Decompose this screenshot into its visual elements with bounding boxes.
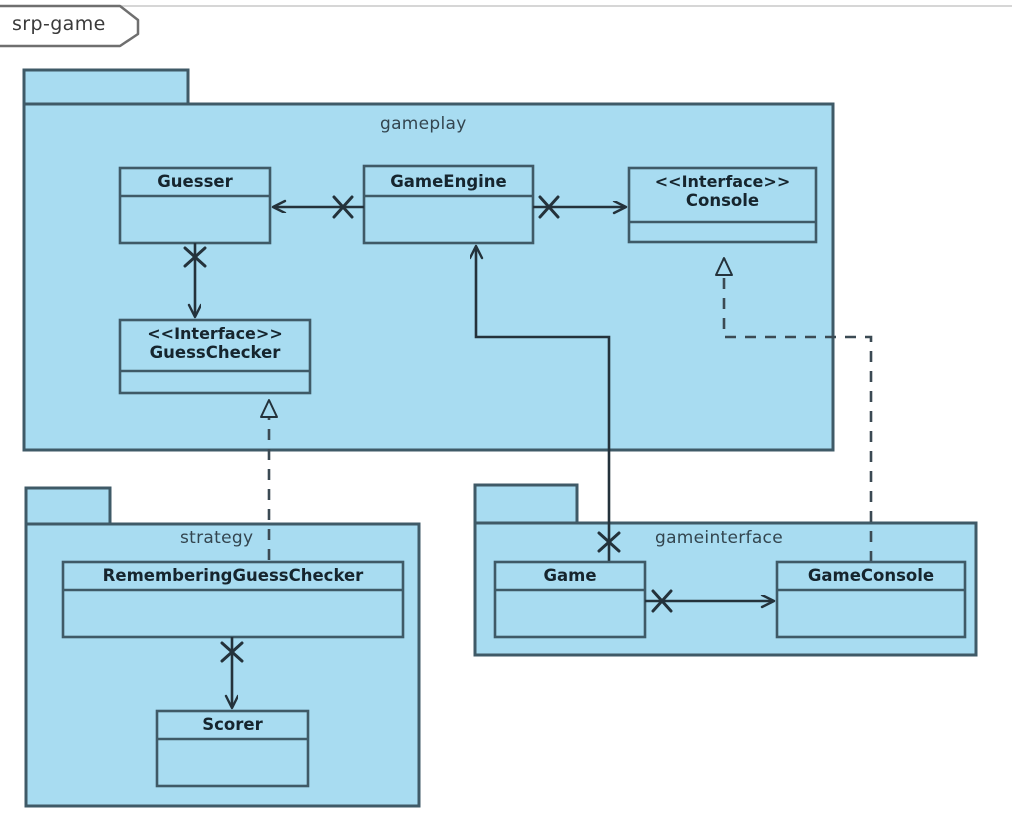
package-label-gameplay: gameplay [380,114,467,134]
package-label-gameinterface: gameinterface [655,528,783,548]
diagram-frame-label: srp-game [12,13,106,35]
class-label-rememberingguesschecker: RememberingGuessChecker [102,566,364,585]
class-box-game[interactable] [493,560,647,639]
class-box-gameconsole[interactable] [775,560,967,639]
rel-guesser-guesschecker-line [183,243,207,316]
rel-gameengine-console-line [533,195,625,219]
class-box-guesser[interactable] [118,166,272,245]
class-label-guesser: Guesser [157,172,233,191]
class-name-guesschecker: GuessChecker [149,343,281,362]
class-box-guesschecker[interactable] [118,318,312,395]
class-box-rememberingguesschecker[interactable] [61,560,405,639]
rel-game-gameconsole-line [645,589,773,613]
class-label-gameconsole: GameConsole [807,566,935,585]
frame-tab-shape [0,4,140,48]
class-stereotype-console: <<Interface>> [654,172,791,191]
class-box-scorer[interactable] [155,709,310,788]
class-label-guesschecker: <<Interface>> GuessChecker [120,324,310,362]
class-label-game: Game [543,566,597,585]
package-label-strategy: strategy [180,528,254,548]
class-box-gameengine[interactable] [362,164,535,245]
rel-rgc-scorer-line [220,637,244,707]
class-box-console[interactable] [627,166,818,244]
class-label-console: <<Interface>> Console [629,172,816,210]
rel-game-gameengine-line [476,247,621,562]
class-label-gameengine: GameEngine [390,172,507,191]
class-name-console: Console [685,191,760,210]
class-stereotype-guesschecker: <<Interface>> [147,324,283,343]
rel-gameengine-guesser-line [274,195,364,219]
class-label-scorer: Scorer [202,715,263,734]
